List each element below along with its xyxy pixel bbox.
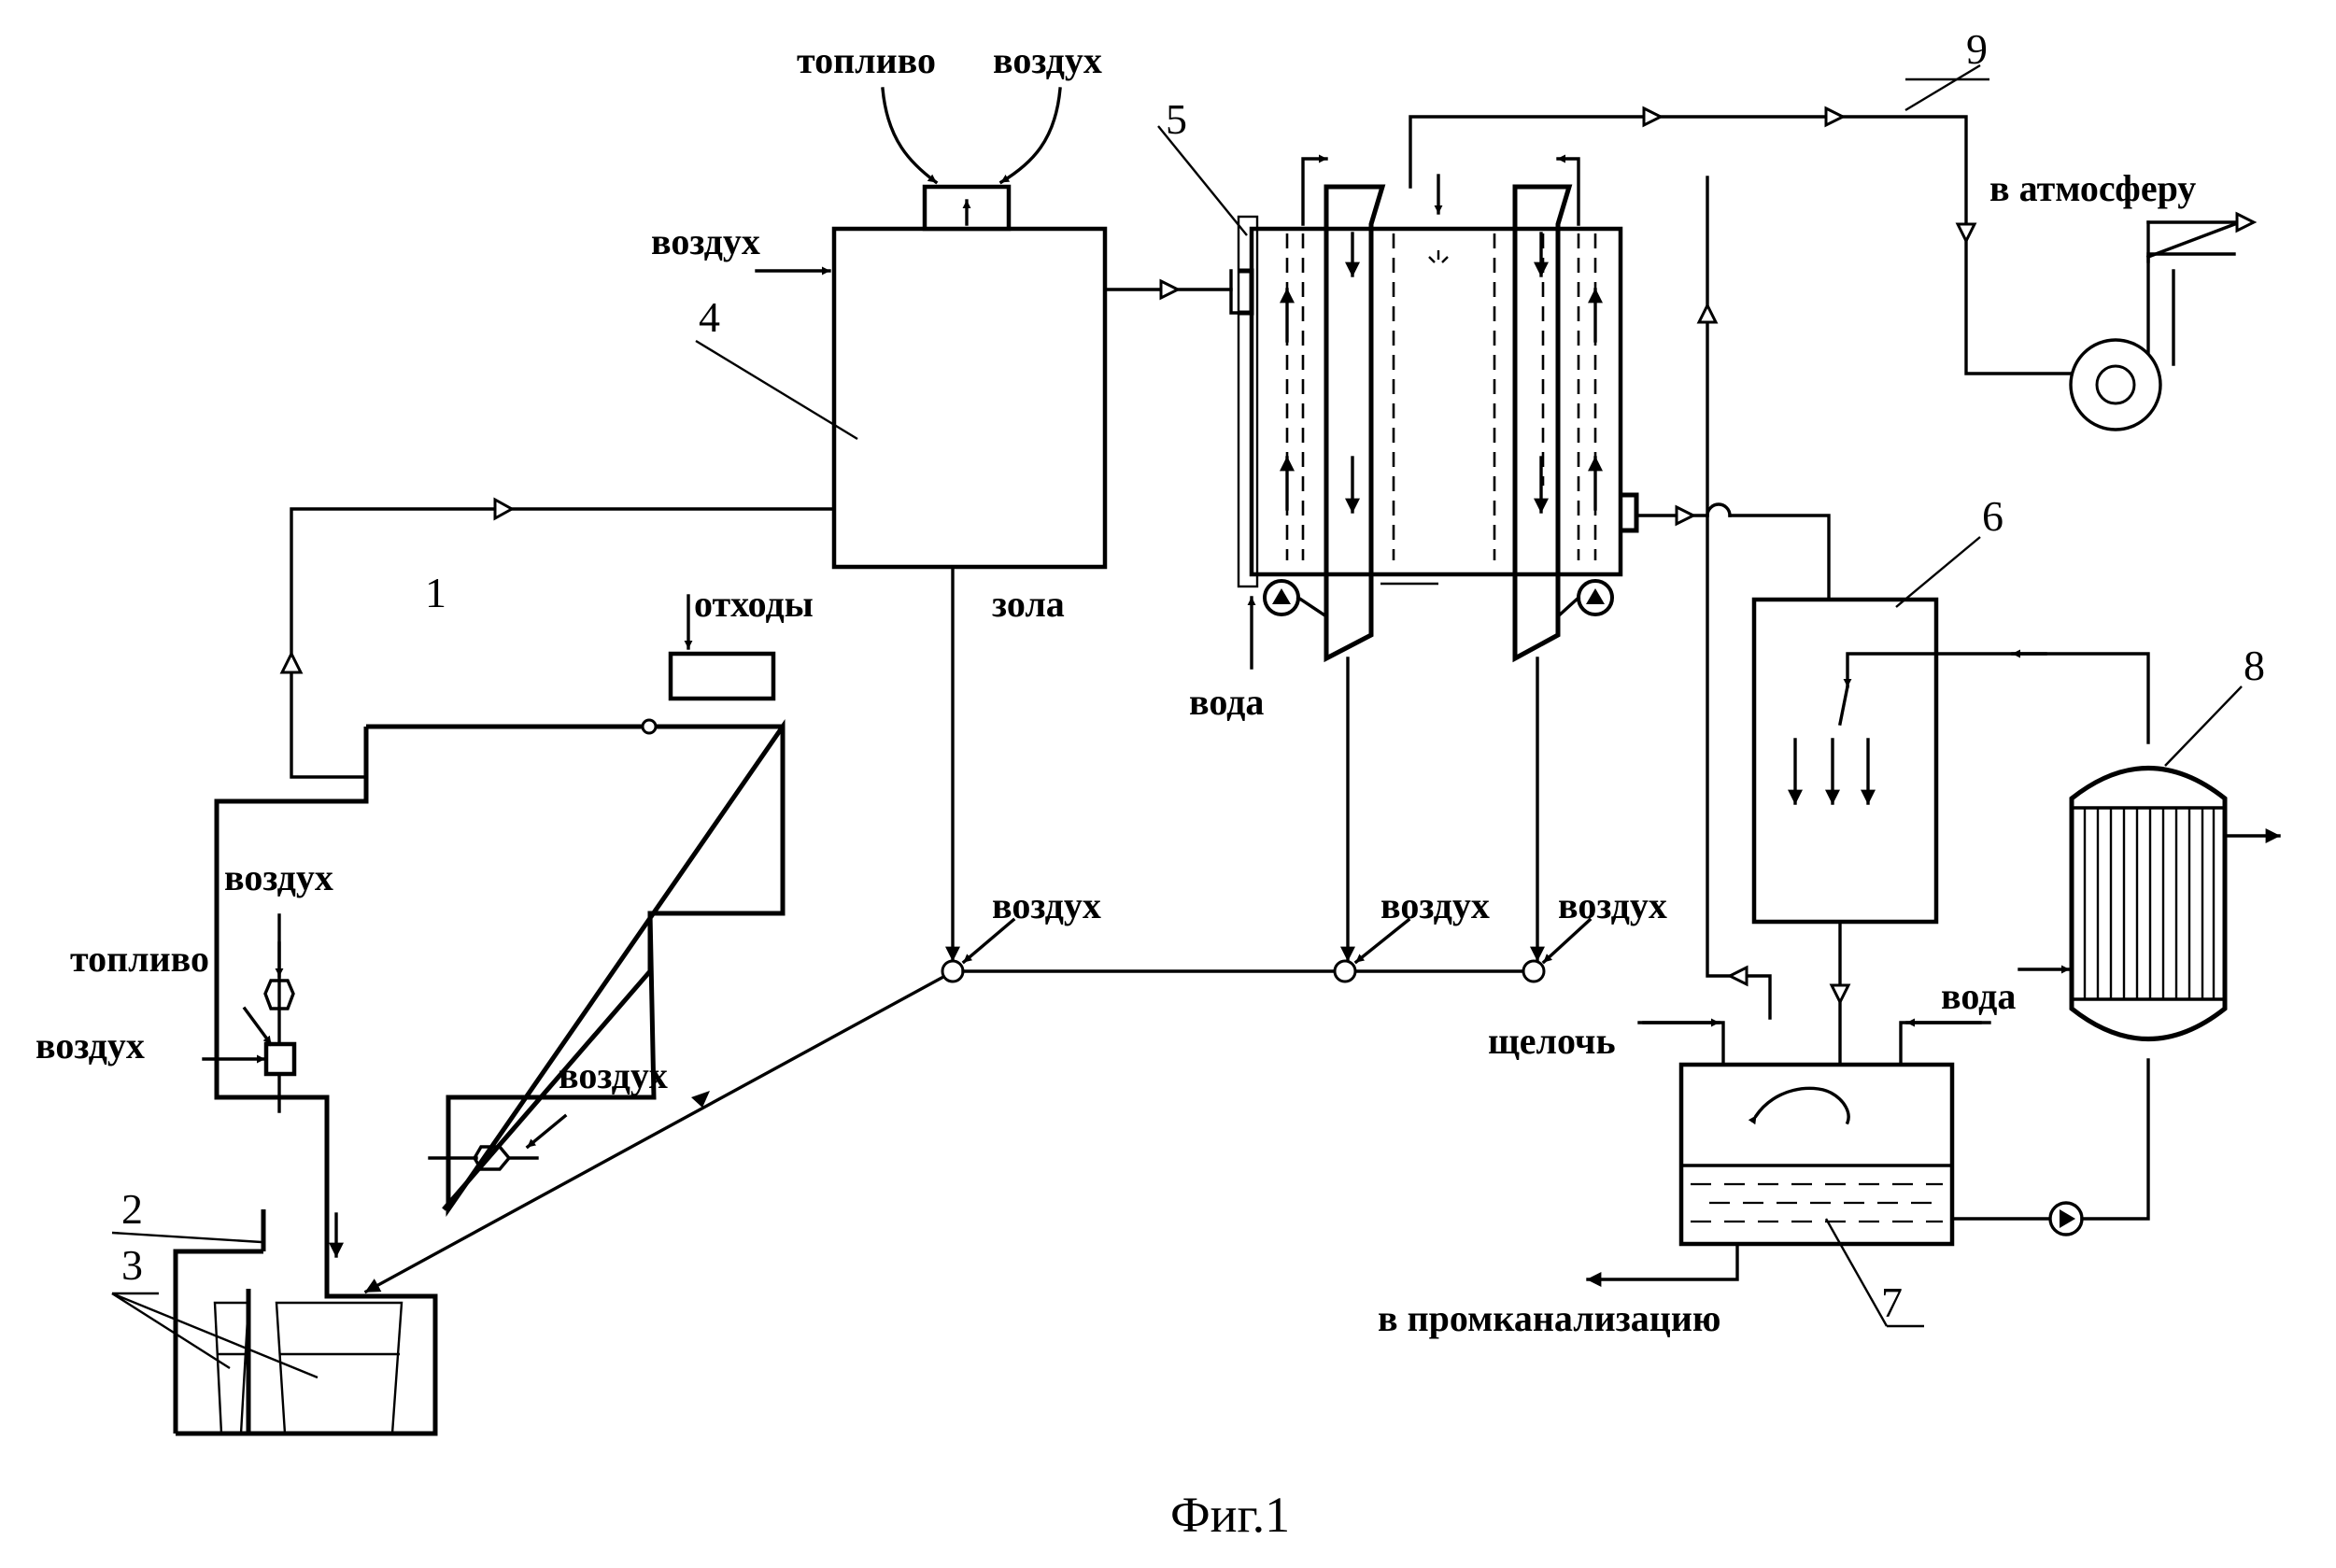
label-air-burner-left: воздух: [35, 1024, 145, 1067]
label-air-burner-right: воздух: [559, 1054, 668, 1096]
label-to-atmosphere: в атмосферу: [1989, 167, 2196, 209]
label-air-ash: воздух: [992, 884, 1101, 926]
label-ash: зола: [992, 583, 1065, 625]
alkali-tank-7: [1588, 1023, 2148, 1326]
label-to-sewer: в промканализацию: [1378, 1297, 1720, 1339]
label-7: 7: [1881, 1278, 1903, 1326]
figure-caption: Фиг.1: [1170, 1487, 1290, 1543]
label-water-8: вода: [1941, 975, 2016, 1017]
furnace-outlet-2: [263, 1209, 336, 1256]
label-8: 8: [2244, 642, 2265, 689]
ash-bins-3: [176, 1251, 435, 1434]
label-9: 9: [1966, 25, 1988, 73]
label-5: 5: [1166, 95, 1187, 143]
label-2: 2: [121, 1185, 143, 1233]
label-air-left: воздух: [651, 220, 760, 262]
label-3: 3: [121, 1241, 143, 1289]
label-waste: отходы: [694, 583, 814, 625]
label-6: 6: [1982, 492, 2003, 540]
label-air-ex1: воздух: [1380, 884, 1490, 926]
label-1: 1: [425, 569, 446, 616]
label-water-5: вода: [1189, 681, 1264, 723]
label-fuel-burner: топливо: [70, 938, 209, 980]
heat-exchanger-5: [1158, 126, 1636, 668]
label-fuel-top: топливо: [797, 39, 936, 81]
furnace-1: [217, 720, 783, 1209]
label-alkali: щелочь: [1488, 1020, 1616, 1062]
afterburner-4: [696, 89, 1105, 567]
label-air-top: воздух: [993, 39, 1102, 81]
label-air-burner-top: воздух: [224, 856, 333, 898]
label-air-ex2: воздух: [1558, 884, 1667, 926]
label-4: 4: [699, 293, 720, 341]
